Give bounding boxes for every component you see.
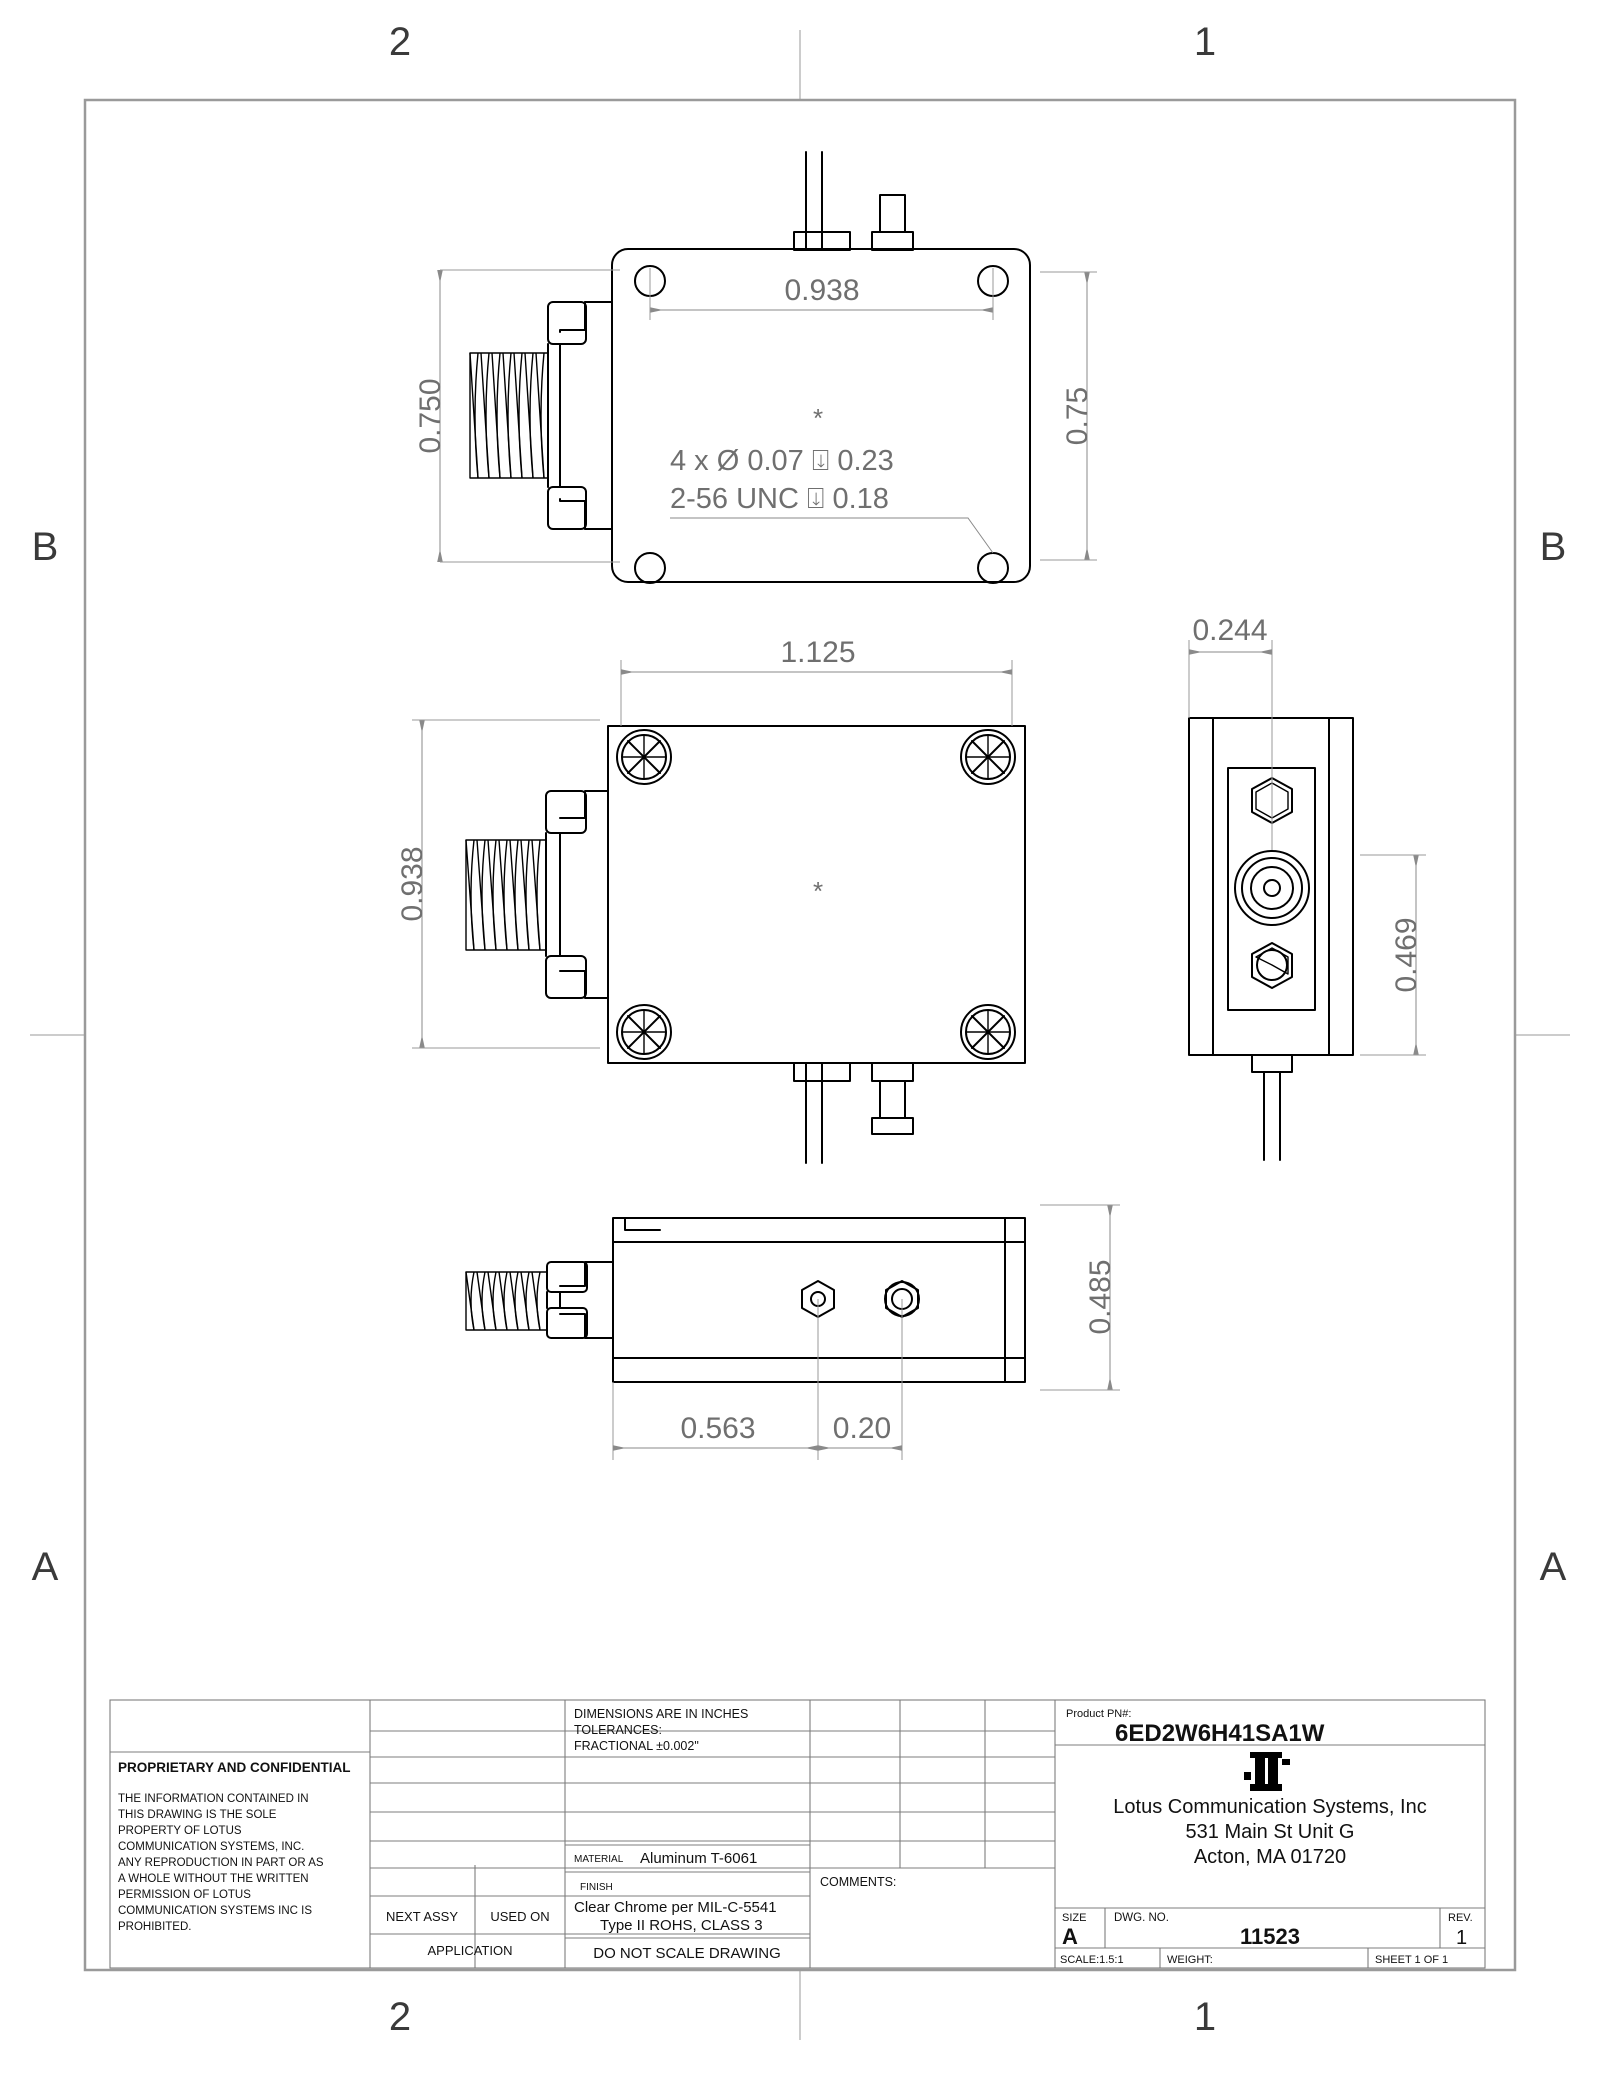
zone-label-left-B: B [32, 525, 59, 569]
company-logo-icon [1244, 1752, 1290, 1791]
sheet-border [83, 98, 1517, 1972]
material-label: MATERIAL [574, 1854, 624, 1865]
bottom-dim-20-text: 0.20 [833, 1412, 891, 1445]
front-view-screw-tr [960, 729, 1016, 785]
zone-label-right-A: A [1540, 1545, 1567, 1589]
title-block-frame [109, 1699, 1486, 1969]
zone-label-top-1: 1 [1194, 20, 1216, 64]
used-on-label: USED ON [490, 1909, 549, 1924]
company-name: Lotus Communication Systems, Inc [1113, 1796, 1426, 1818]
product-pn-value: 6ED2W6H41SA1W [1115, 1720, 1325, 1747]
top-dim-height-right-text: 0.75 [1061, 387, 1094, 445]
top-dim-width-text: 0.938 [784, 274, 859, 307]
proprietary-line-6: PERMISSION OF LOTUS [118, 1889, 251, 1901]
scale-label: SCALE:1.5:1 [1060, 1954, 1124, 1966]
top-view-center-mark: * [813, 403, 823, 433]
top-view-sma-connector [547, 301, 613, 530]
dwg-no-value: 11523 [1240, 1924, 1300, 1949]
front-dim-height-text: 0.938 [396, 846, 429, 921]
finish-line2: Type II ROHS, CLASS 3 [600, 1917, 763, 1934]
zone-label-bottom-1: 1 [1194, 1995, 1216, 2039]
company-street: 531 Main St Unit G [1186, 1821, 1355, 1843]
proprietary-line-5: A WHOLE WITHOUT THE WRITTEN [118, 1873, 309, 1885]
finish-label: FINISH [580, 1882, 613, 1893]
right-view-panel [1227, 767, 1316, 1011]
rev-value: 1 [1456, 1927, 1467, 1949]
front-view-screw-bl [616, 1004, 672, 1060]
front-view-sma-connector [545, 790, 609, 999]
right-view-hex-bottom [1251, 942, 1293, 989]
top-view-hole-br [977, 552, 1009, 584]
next-assy-label: NEXT ASSY [386, 1909, 458, 1924]
proprietary-body: THE INFORMATION CONTAINED IN THIS DRAWIN… [118, 1793, 324, 1933]
bottom-view: 0.563 0.20 0.485 [465, 1204, 1120, 1460]
front-view-screw-br [960, 1004, 1016, 1060]
right-dim-469-text: 0.469 [1390, 917, 1423, 992]
size-value: A [1062, 1924, 1078, 1949]
size-label: SIZE [1062, 1912, 1086, 1924]
right-dim-244-text: 0.244 [1192, 614, 1267, 647]
dimensions-note-line3: FRACTIONAL ±0.002" [574, 1739, 699, 1753]
company-city: Acton, MA 01720 [1194, 1846, 1346, 1868]
proprietary-line-3: COMMUNICATION SYSTEMS, INC. [118, 1841, 304, 1853]
front-view: * 1.125 0.938 [396, 636, 1026, 1164]
right-side-view: 0.244 0.469 [1188, 614, 1426, 1161]
front-view-center-mark: * [813, 876, 823, 906]
title-block: PROPRIETARY AND CONFIDENTIAL THE INFORMA… [109, 1699, 1486, 1969]
application-label: APPLICATION [427, 1943, 512, 1958]
rev-label: REV. [1448, 1912, 1473, 1924]
dimensions-note-line1: DIMENSIONS ARE IN INCHES [574, 1707, 748, 1721]
top-view-hole-bl [634, 552, 666, 584]
proprietary-heading: PROPRIETARY AND CONFIDENTIAL [118, 1760, 351, 1775]
bottom-dim-485-text: 0.485 [1084, 1259, 1117, 1334]
bottom-view-notch [624, 1217, 661, 1231]
proprietary-line-7: COMMUNICATION SYSTEMS INC IS [118, 1905, 312, 1917]
bottom-view-sma-connector [546, 1261, 614, 1339]
finish-line1: Clear Chrome per MIL-C-5541 [574, 1899, 777, 1916]
top-view: * 4 x Ø 0.07 ⍗ 0.23 2-56 UNC ⍗ 0.18 0.93… [414, 151, 1097, 584]
top-view-callout-leader [670, 517, 994, 554]
material-value: Aluminum T-6061 [640, 1850, 757, 1867]
top-view-threaded-barrel [469, 352, 548, 479]
top-dim-height-left-text: 0.750 [414, 378, 447, 453]
bottom-view-body [612, 1217, 1026, 1383]
dimensions-note-line2: TOLERANCES: [574, 1723, 662, 1737]
front-view-threaded-barrel [465, 839, 546, 951]
zone-label-bottom-2: 2 [389, 1995, 411, 2039]
front-view-bottom-pins [793, 1062, 914, 1164]
bottom-dim-563-text: 0.563 [680, 1412, 755, 1445]
zone-label-right-B: B [1540, 525, 1567, 569]
product-pn-label: Product PN#: [1066, 1708, 1131, 1720]
proprietary-line-2: PROPERTY OF LOTUS [118, 1825, 242, 1837]
front-view-screw-tl [616, 729, 672, 785]
proprietary-line-8: PROHIBITED. [118, 1921, 191, 1933]
top-view-callout-line2: 2-56 UNC ⍗ 0.18 [670, 483, 889, 515]
zone-label-left-A: A [32, 1545, 59, 1589]
comments-label: COMMENTS: [820, 1875, 896, 1889]
sheet-label: SHEET 1 OF 1 [1375, 1954, 1448, 1966]
right-view-coax-connector [1234, 850, 1310, 926]
dwg-no-label: DWG. NO. [1114, 1912, 1169, 1924]
do-not-scale-label: DO NOT SCALE DRAWING [593, 1945, 781, 1962]
top-view-body [611, 248, 1031, 583]
front-dim-width-text: 1.125 [780, 636, 855, 669]
top-view-callout-line1: 4 x Ø 0.07 ⍗ 0.23 [670, 445, 894, 477]
proprietary-line-4: ANY REPRODUCTION IN PART OR AS [118, 1857, 324, 1869]
zone-label-top-2: 2 [389, 20, 411, 64]
proprietary-line-0: THE INFORMATION CONTAINED IN [118, 1793, 309, 1805]
proprietary-line-1: THIS DRAWING IS THE SOLE [118, 1809, 277, 1821]
right-view-bottom-pin [1251, 1054, 1293, 1161]
weight-label: WEIGHT: [1167, 1954, 1213, 1966]
bottom-view-threaded-barrel [465, 1271, 547, 1331]
